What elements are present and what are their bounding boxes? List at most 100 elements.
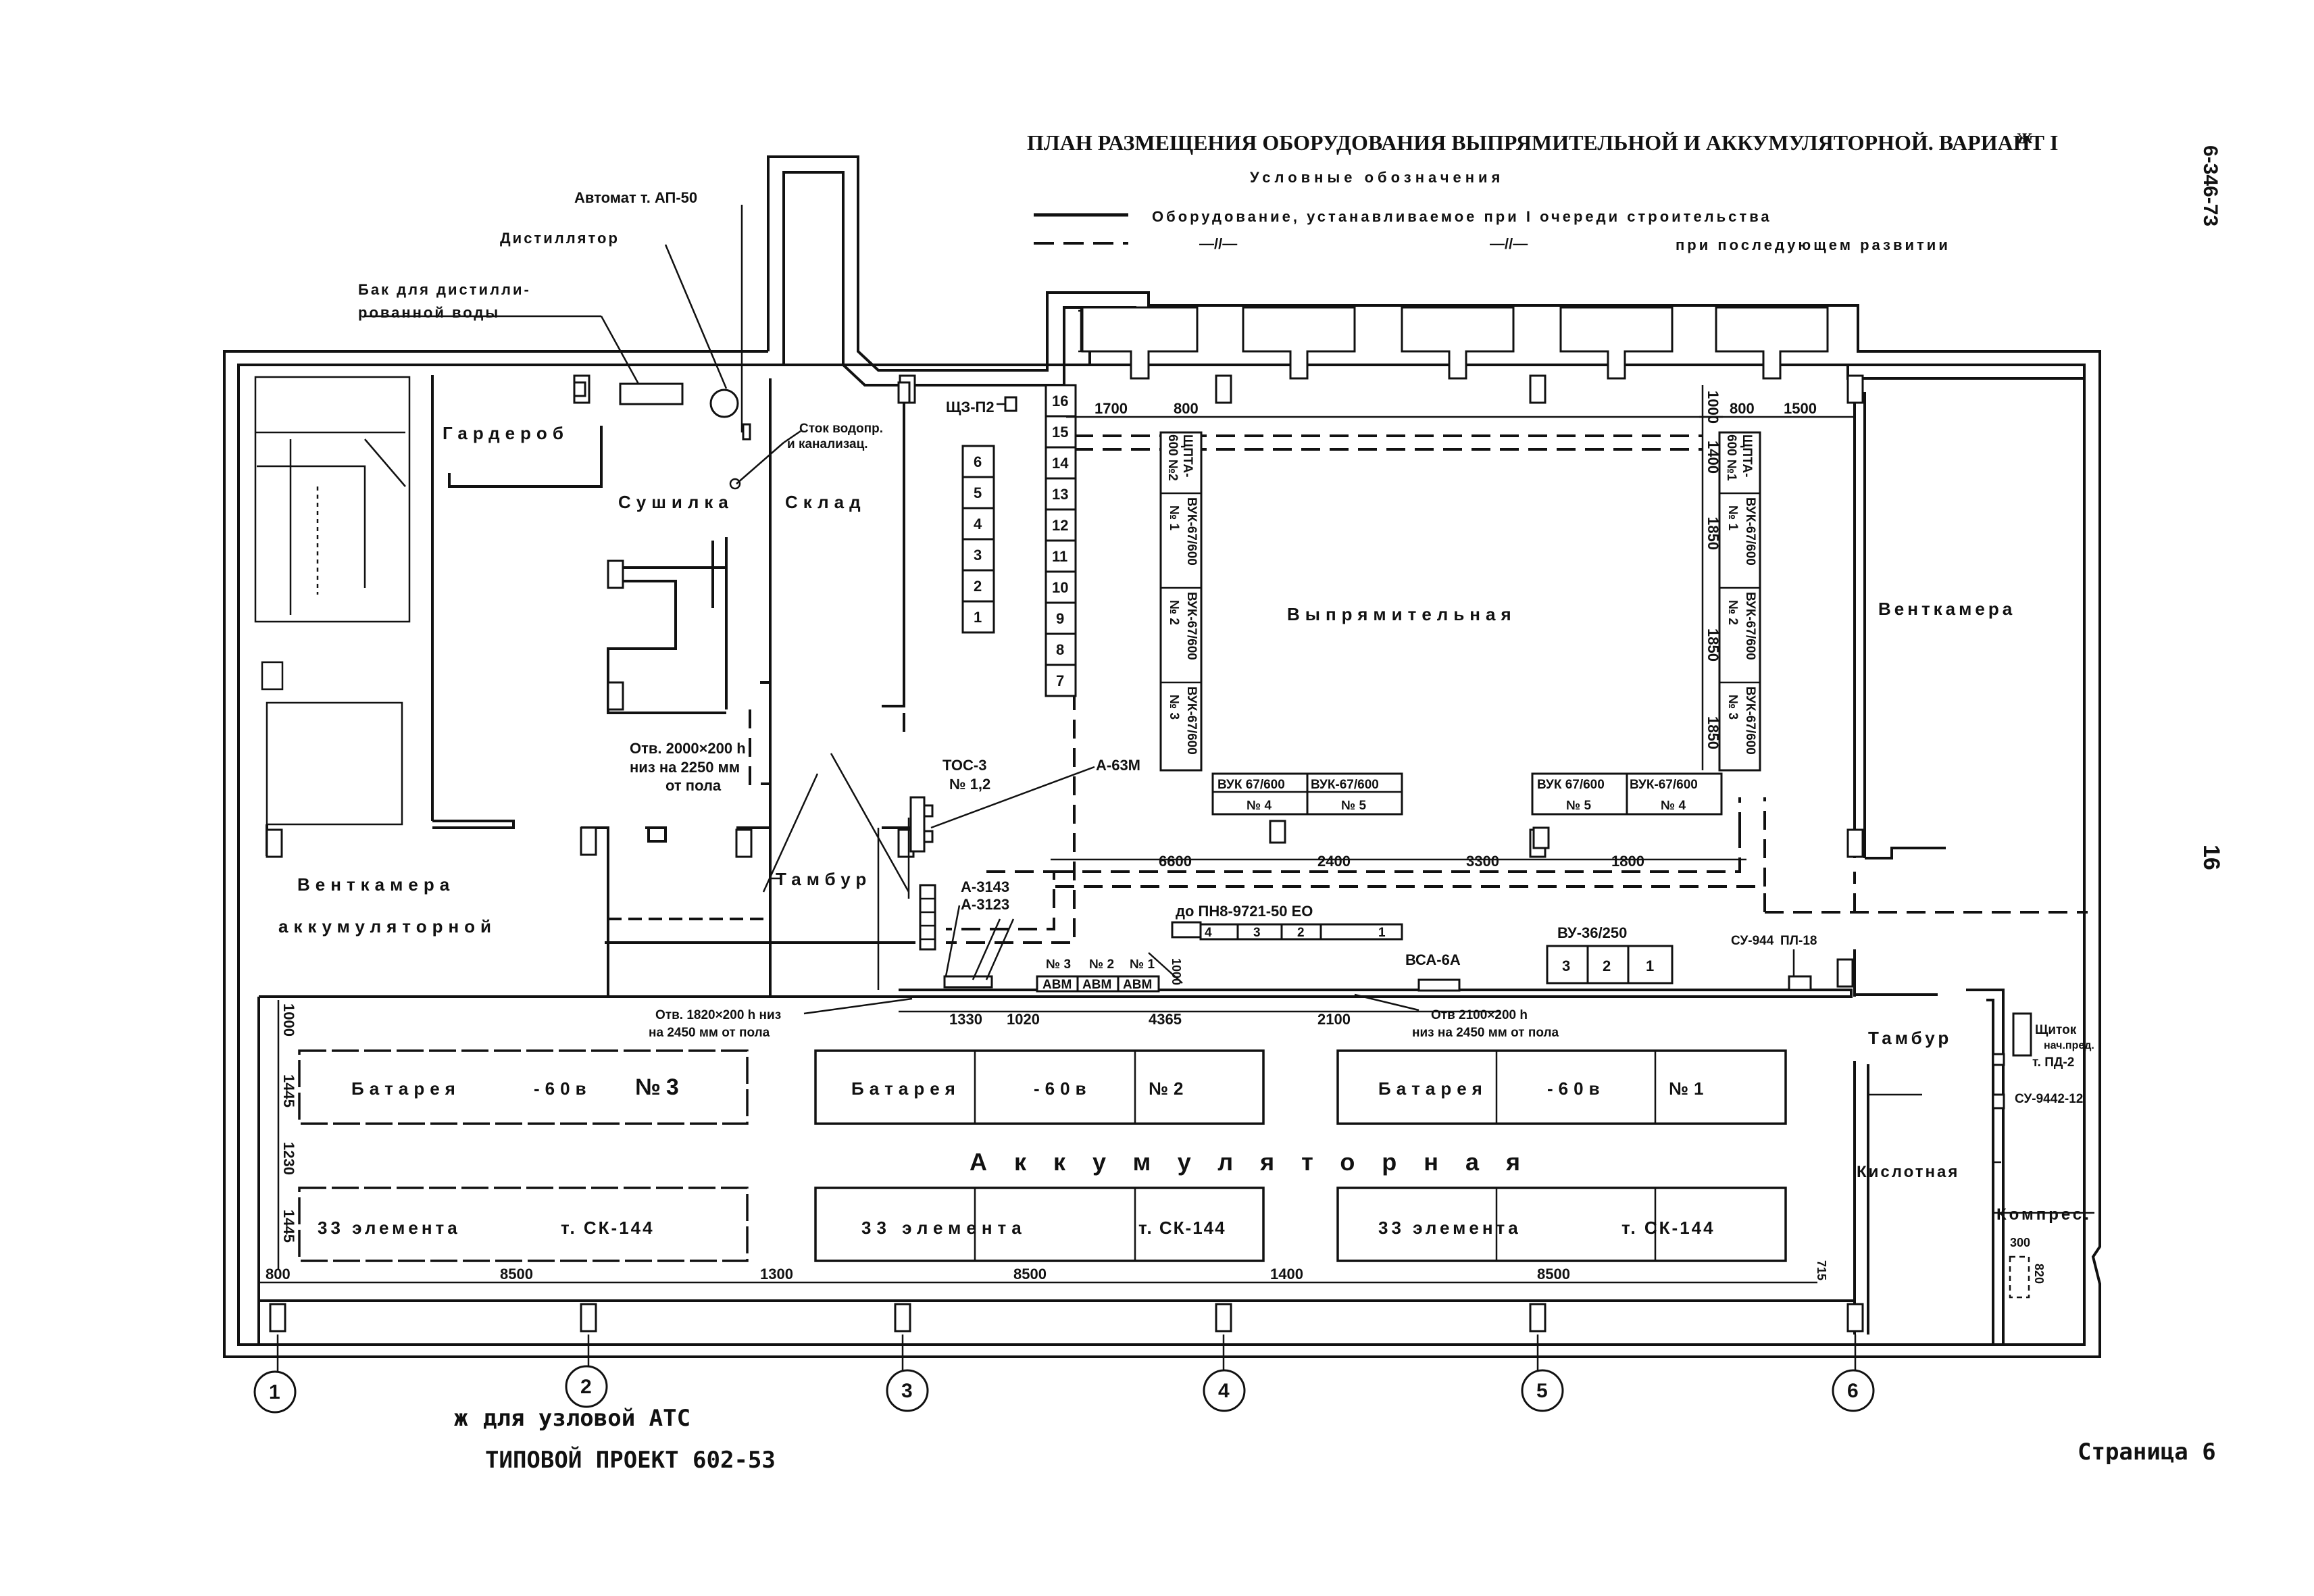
dim-4365: 4365 xyxy=(1149,1011,1182,1028)
rectifier-blocks-right: ЩПТА- 600 №1 ВУК-67/600 № 1 ВУК-67/600 №… xyxy=(1718,431,1761,772)
dim-1400: 1400 xyxy=(1705,441,1721,474)
shchpta-1-label-a: ЩПТА- xyxy=(1740,434,1754,477)
room-tambur-left: Тамбур xyxy=(776,869,872,889)
vuk-right-2-type: ВУК-67/600 xyxy=(1743,592,1757,660)
dim-1445-b: 1445 xyxy=(280,1210,297,1243)
dim-300: 300 xyxy=(2010,1236,2030,1249)
rack-box-8 xyxy=(1045,632,1077,666)
callout-pl18: ПЛ-18 xyxy=(1780,934,1817,948)
cabinet-label-1: 1 xyxy=(974,609,982,626)
rack-label-7: 7 xyxy=(1056,672,1064,689)
dim-8500-a: 8500 xyxy=(500,1266,533,1282)
rack-label-13: 13 xyxy=(1052,486,1068,503)
cells-2-type: т. СК-144 xyxy=(1138,1218,1226,1238)
legend-heading: Условные обозначения xyxy=(1250,169,1504,186)
future-equipment-contours xyxy=(749,434,2088,944)
pn-cell-4: 4 xyxy=(1205,926,1212,940)
plan-title: ПЛАН РАЗМЕЩЕНИЯ ОБОРУДОВАНИЯ ВЫПРЯМИТЕЛЬ… xyxy=(1027,130,2058,155)
battery-1-number: №1 xyxy=(1669,1078,1709,1099)
battery-1-name: Батарея xyxy=(1378,1078,1488,1099)
vuk-right-3-num: № 3 xyxy=(1726,695,1740,720)
rack-label-9: 9 xyxy=(1056,610,1064,627)
dim-1330: 1330 xyxy=(949,1011,982,1028)
document-code: 6-346-73 xyxy=(2199,145,2221,226)
footnote-text: для узловой АТС xyxy=(483,1405,690,1432)
rack-box-15 xyxy=(1045,415,1077,449)
dim-8500-b: 8500 xyxy=(1013,1266,1047,1282)
dim-2400: 2400 xyxy=(1317,853,1351,870)
vuk-right-3-type: ВУК-67/600 xyxy=(1743,687,1757,755)
vuk-right-1-type: ВУК-67/600 xyxy=(1743,497,1757,566)
pn-cells: 4 3 2 1 xyxy=(1205,926,1386,940)
vuk-left-3-num: № 3 xyxy=(1167,695,1181,720)
legend-ditto-b: —//— xyxy=(1490,235,1528,252)
axis-2: 2 xyxy=(580,1376,592,1398)
structural-columns xyxy=(266,374,1864,1332)
dim-1000-c: 1000 xyxy=(280,1003,297,1037)
vuk-bottom-1-num: № 4 xyxy=(1247,799,1272,813)
window-tees xyxy=(1080,306,1829,380)
room-vypryamitelnaya: Выпрямительная xyxy=(1287,604,1517,624)
callout-labels: Автомат т. АП-50 Дистиллятор Бак для дис… xyxy=(358,189,2094,1106)
vuk-left-3-type: ВУК-67/600 xyxy=(1184,687,1199,755)
vuk-bottom-2-num: № 5 xyxy=(1341,799,1366,813)
rack-label-8: 8 xyxy=(1056,641,1064,658)
footnote-mark: ж xyxy=(454,1405,468,1432)
toc-3-unit xyxy=(909,796,926,853)
battery-3-name: Батарея xyxy=(351,1078,461,1099)
dim-1000-b: 1000 xyxy=(1169,958,1183,985)
cabinet-label-6: 6 xyxy=(974,453,982,470)
callout-otv1-2: низ на 2250 мм xyxy=(630,759,740,776)
callout-otv3-1: Отв 2100×200 h xyxy=(1431,1008,1528,1022)
vu-cell-3: 3 xyxy=(1562,957,1570,974)
rack-box-11 xyxy=(1045,539,1077,573)
misc-equipment xyxy=(909,796,2032,1299)
avm-3-type: АВМ xyxy=(1042,978,1072,992)
axis-4: 4 xyxy=(1218,1380,1230,1402)
shchitok-unit xyxy=(2012,1012,2032,1057)
cabinet-box-2 xyxy=(961,569,995,603)
distiller xyxy=(709,389,739,418)
shchpta-2-label-b: 600 №2 xyxy=(1165,434,1180,481)
callout-shchitok-2: нач.пред. xyxy=(2044,1040,2094,1051)
avm-2-type: АВМ xyxy=(1082,978,1111,992)
callout-a3123: А-3123 xyxy=(961,896,1009,913)
dim-800-c: 800 xyxy=(266,1266,291,1282)
rack-label-12: 12 xyxy=(1052,517,1068,534)
callout-bak-1: Бак для дистилли- xyxy=(358,281,531,298)
rack-label-14: 14 xyxy=(1052,455,1069,472)
drain-point xyxy=(729,478,741,490)
dim-1850-c: 1850 xyxy=(1705,716,1721,749)
cells-2-count: 33 элемента xyxy=(861,1218,1027,1238)
cells-3-type: т. СК-144 xyxy=(561,1218,655,1238)
callout-shchz: ЩЗ-П2 xyxy=(946,399,995,416)
callout-otv1-3: от пола xyxy=(665,777,722,794)
room-tambur-right: Тамбур xyxy=(1868,1028,1952,1048)
vsa-6a-unit xyxy=(1417,978,1461,992)
dim-800-b: 800 xyxy=(1730,400,1755,417)
callout-otv2-2: на 2450 мм от пола xyxy=(649,1026,770,1040)
dim-820: 820 xyxy=(2032,1264,2046,1284)
dim-1800: 1800 xyxy=(1611,853,1644,870)
legend-row-1: Оборудование, устанавливаемое при I очер… xyxy=(1152,208,1772,225)
vuk-right-2-num: № 2 xyxy=(1726,600,1740,625)
cabinet-box-4 xyxy=(961,507,995,541)
rack-label-16: 16 xyxy=(1052,393,1068,409)
dim-800-a: 800 xyxy=(1174,400,1199,417)
cabinet-label-4: 4 xyxy=(974,516,982,532)
callout-do-pn: до ПН8-9721-50 ЕО xyxy=(1176,903,1313,920)
rack-box-7 xyxy=(1045,664,1077,697)
callout-stok-2: и канализац. xyxy=(787,437,868,451)
distillation-fixtures xyxy=(365,205,911,490)
room-akkumulyatornaya: Аккумуляторная xyxy=(970,1148,1547,1176)
room-kislotnaya: Кислотная xyxy=(1857,1163,1959,1181)
vuk-bottom-1-type: ВУК 67/600 xyxy=(1217,778,1285,792)
room-sklad: Склад xyxy=(785,492,866,512)
rack-label-11: 11 xyxy=(1052,548,1067,565)
vuk-bottom-4-num: № 4 xyxy=(1661,799,1686,813)
battery-2-voltage: -60в xyxy=(1034,1078,1092,1099)
a3123-unit xyxy=(943,975,993,989)
breaker-ap50 xyxy=(742,423,751,441)
rack-label-15: 15 xyxy=(1052,424,1068,441)
